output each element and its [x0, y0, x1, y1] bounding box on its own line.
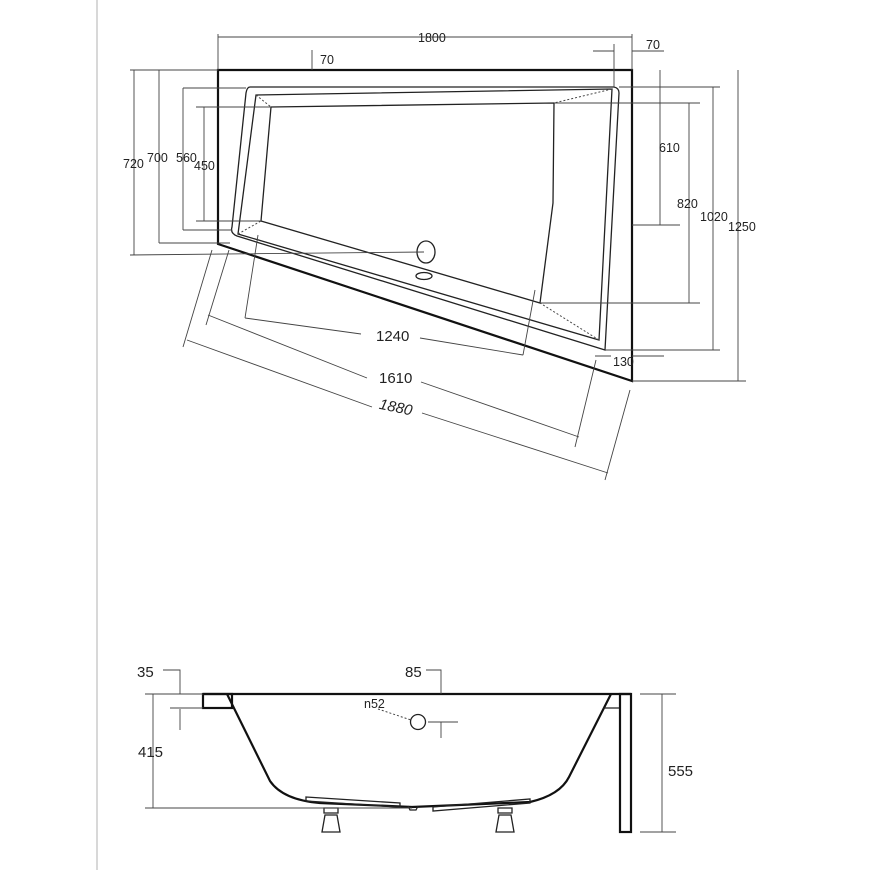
dim-n52-label: n52 [364, 697, 385, 711]
dim-1800-label: 1800 [418, 31, 446, 45]
dim-555-line [640, 693, 676, 833]
dim-35-line [163, 669, 203, 730]
corner-bevels [237, 88, 613, 341]
dim-1610-line [205, 249, 597, 448]
dim-1240-line [244, 234, 536, 356]
dim-820-label: 820 [677, 197, 698, 211]
dim-1250-label: 1250 [728, 220, 756, 234]
dim-1240-label: 1240 [376, 328, 409, 345]
dim-70-right-label: 70 [646, 38, 660, 52]
dim-450-line [196, 106, 271, 222]
dim-35-label: 35 [137, 664, 154, 681]
dim-450-label: 450 [194, 159, 215, 173]
dim-610-label: 610 [659, 141, 680, 155]
dim-820-line [540, 102, 700, 304]
dim-85-label: 85 [405, 664, 422, 681]
dim-130-label: 130 [613, 355, 634, 369]
dim-560-line [182, 87, 246, 231]
dim-720-line [129, 69, 425, 256]
overflow-hole-icon [409, 713, 427, 731]
dim-85-line [426, 669, 458, 738]
rim-inner-edge [230, 86, 620, 351]
foot-right [495, 807, 515, 833]
dim-700-line [158, 70, 230, 244]
rim-left-block [201, 692, 234, 710]
foot-left [321, 807, 341, 833]
n52-leader [377, 708, 412, 721]
dim-1020-label: 1020 [700, 210, 728, 224]
dim-70-top-label: 70 [320, 53, 334, 67]
dim-555-label: 555 [668, 763, 693, 780]
dim-560-label: 560 [176, 151, 197, 165]
overflow-icon [415, 271, 433, 281]
basin-outline [260, 102, 555, 304]
dim-70-lines [311, 44, 664, 87]
outer-outline [216, 68, 634, 383]
dim-610-line [632, 70, 680, 226]
ledge-line [237, 88, 613, 341]
dim-1800-line [217, 34, 633, 70]
dim-415-label: 415 [138, 744, 163, 761]
dim-700-label: 700 [147, 151, 168, 165]
dim-1020-line [605, 86, 720, 351]
dim-1250-line [632, 70, 746, 382]
dim-1610-label: 1610 [379, 370, 412, 387]
dim-1880-label: 1880 [378, 396, 415, 420]
dim-720-label: 720 [123, 157, 144, 171]
front-panel [618, 692, 633, 834]
side-view: 35 85 n52 415 555 [137, 664, 693, 834]
tub-body [226, 693, 612, 809]
dim-1880-line [182, 249, 631, 481]
dim-415-line [145, 693, 412, 809]
top-view: 1800 70 70 720 700 560 450 610 820 1020 … [123, 31, 756, 481]
